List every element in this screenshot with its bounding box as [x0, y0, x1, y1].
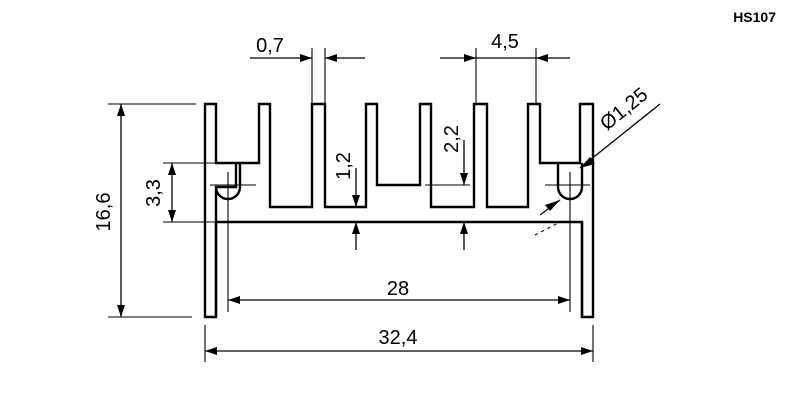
right-hole-centerline: [545, 172, 590, 200]
dim-overall-height-label: 16,6: [93, 193, 115, 232]
dim-fin-gap-depth-label: 2,2: [441, 125, 463, 153]
dim-small-step-label: 1,2: [333, 152, 355, 180]
dim-overall-width-label: 32,4: [379, 327, 418, 349]
dim-fin-thickness: 0,7: [250, 35, 365, 104]
base-inner-line: [214, 222, 584, 317]
left-hole-centerline: [210, 172, 256, 200]
dim-inner-width: 28: [227, 200, 571, 312]
dim-hole-diameter: Ø1,25: [534, 84, 661, 236]
heatsink-profile: [203, 102, 595, 319]
dim-hole-offset-label: 3,3: [143, 179, 165, 207]
left-hole: [214, 163, 242, 201]
dim-overall-width: 32,4: [204, 325, 594, 362]
dim-fin-thickness-label: 0,7: [256, 35, 284, 57]
dim-small-step: 1,2: [333, 152, 360, 250]
dim-fin-gap-depth: 2,2: [425, 125, 470, 250]
dim-fin-pitch-label: 4,5: [491, 31, 519, 53]
product-code: HS107: [733, 9, 776, 25]
dim-hole-diameter-label: Ø1,25: [596, 84, 652, 135]
dim-overall-height: 16,6: [93, 103, 196, 318]
dim-hole-offset: 3,3: [143, 162, 218, 223]
dim-fin-pitch: 4,5: [440, 31, 570, 104]
dim-inner-width-label: 28: [387, 278, 409, 300]
